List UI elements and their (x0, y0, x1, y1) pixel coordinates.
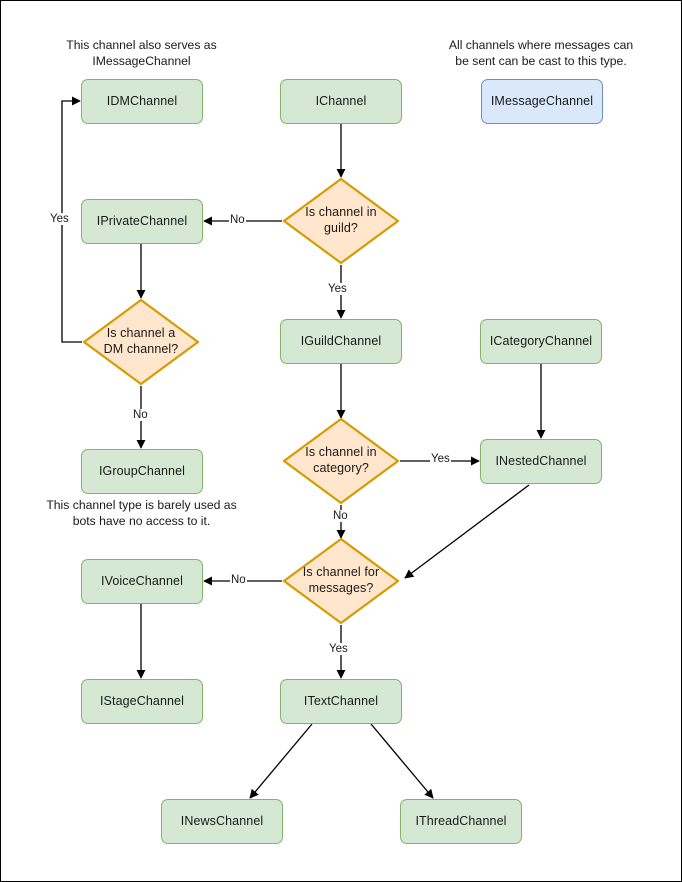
node-ichannel[interactable]: IChannel (280, 79, 402, 124)
node-igroupchannel[interactable]: IGroupChannel (81, 449, 203, 494)
node-inestedchannel[interactable]: INestedChannel (480, 439, 602, 484)
node-is-channel-in-category-label: Is channel in category? (305, 445, 377, 475)
node-iprivatechannel-label: IPrivateChannel (96, 213, 188, 228)
edge-inestedchannel-ismessages (404, 484, 530, 579)
diamond-shape (282, 417, 400, 505)
node-inestedchannel-label: INestedChannel (495, 453, 587, 468)
edge-label-messages-yes: Yes (328, 643, 349, 655)
node-is-channel-in-guild-label: Is channel in guild? (305, 205, 377, 235)
node-istagechannel[interactable]: IStageChannel (81, 679, 203, 724)
node-imessagechannel[interactable]: IMessageChannel (481, 79, 603, 124)
edge-label-dm-no: No (132, 409, 149, 421)
edge-label-guild-yes: Yes (327, 283, 348, 295)
node-ithreadchannel[interactable]: IThreadChannel (400, 799, 522, 844)
node-is-channel-in-category[interactable]: Is channel in category? (282, 417, 400, 505)
node-icategorychannel[interactable]: ICategoryChannel (480, 319, 602, 364)
node-imessagechannel-label: IMessageChannel (490, 93, 594, 108)
node-itextchannel[interactable]: ITextChannel (280, 679, 402, 724)
note-message-channel: All channels where messages can be sent … (448, 38, 634, 68)
node-icategorychannel-label: ICategoryChannel (489, 333, 593, 348)
node-ivoicechannel[interactable]: IVoiceChannel (81, 559, 203, 604)
node-igroupchannel-label: IGroupChannel (98, 463, 186, 478)
edge-itextchannel-inewschannel (249, 723, 313, 799)
node-ichannel-label: IChannel (315, 93, 367, 108)
note-dm-channel: This channel also serves as IMessageChan… (66, 38, 217, 68)
node-is-channel-a-dm-channel-label: Is channel a DM channel? (103, 326, 179, 356)
diamond-shape (282, 537, 400, 625)
node-inewschannel-label: INewsChannel (180, 813, 264, 828)
node-iguildchannel[interactable]: IGuildChannel (280, 319, 402, 364)
node-is-channel-for-messages[interactable]: Is channel for messages? (282, 537, 400, 625)
edge-label-category-yes: Yes (430, 453, 451, 465)
node-iprivatechannel[interactable]: IPrivateChannel (81, 199, 203, 244)
diamond-shape (282, 177, 400, 265)
edge-label-guild-no: No (229, 214, 246, 226)
node-inewschannel[interactable]: INewsChannel (161, 799, 283, 844)
edge-label-dm-yes: Yes (49, 213, 70, 225)
note-group-channel: This channel type is barely used as bots… (46, 498, 237, 528)
node-idmchannel[interactable]: IDMChannel (81, 79, 203, 124)
node-iguildchannel-label: IGuildChannel (300, 333, 382, 348)
diamond-shape (82, 298, 200, 386)
node-idmchannel-label: IDMChannel (106, 93, 178, 108)
edge-label-messages-no: No (230, 574, 247, 586)
node-ithreadchannel-label: IThreadChannel (415, 813, 507, 828)
node-itextchannel-label: ITextChannel (303, 693, 379, 708)
edge-label-category-no: No (332, 510, 349, 522)
node-ivoicechannel-label: IVoiceChannel (101, 573, 183, 588)
node-is-channel-a-dm-channel[interactable]: Is channel a DM channel? (82, 298, 200, 386)
edge-itextchannel-ithreadchannel (370, 723, 434, 799)
node-is-channel-in-guild[interactable]: Is channel in guild? (282, 177, 400, 265)
node-is-channel-for-messages-label: Is channel for messages? (302, 565, 380, 595)
node-istagechannel-label: IStageChannel (99, 693, 184, 708)
